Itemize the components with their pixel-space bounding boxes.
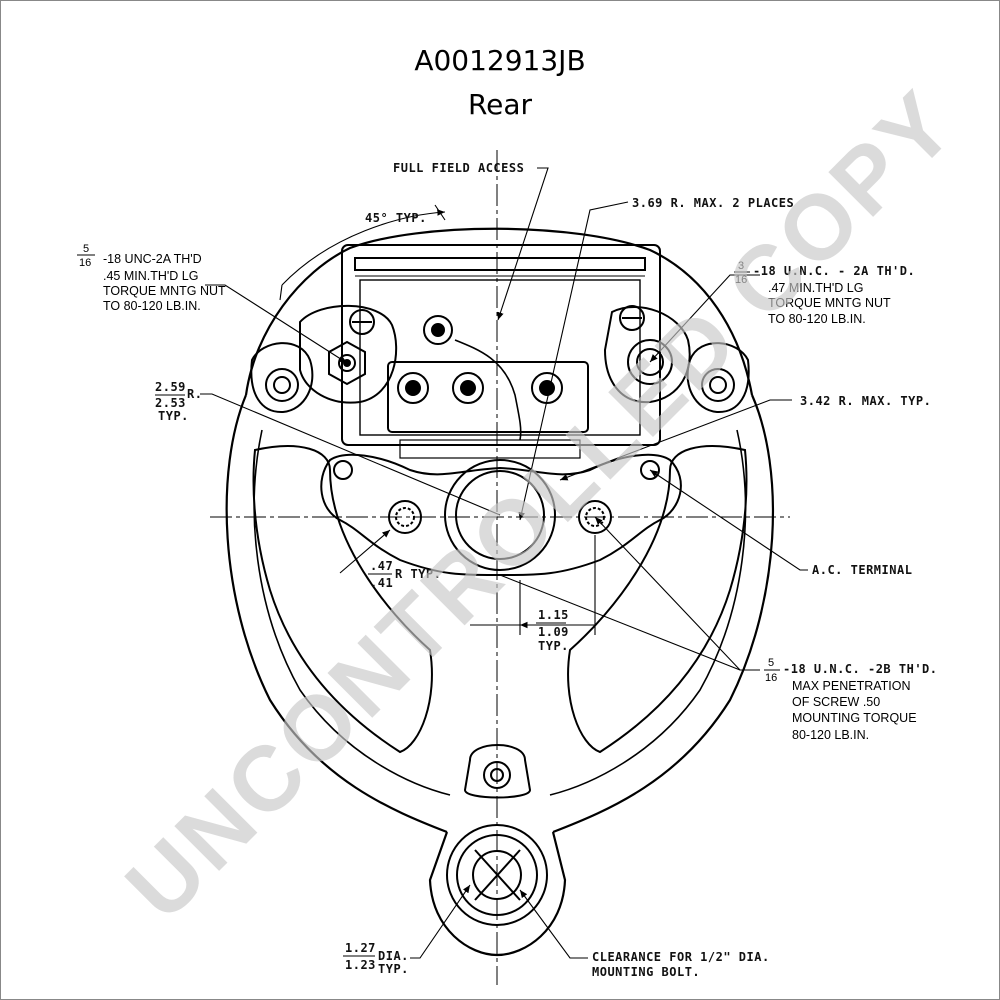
center-hub [320, 453, 682, 576]
right-thread-line-2: .47 MIN.TH'D LG [768, 281, 863, 295]
center-lines [210, 150, 790, 985]
left-thread-callout: 5 16 -18 UNC-2A TH'D .45 MIN.TH'D LG TOR… [77, 243, 226, 313]
bottom-thread-callout: 5 16 -18 U.N.C. -2B TH'D. MAX PENETRATIO… [764, 657, 938, 742]
bottom-thread-line-4: 80-120 LB.IN. [792, 728, 869, 742]
left-thread-frac-num: 5 [83, 243, 89, 255]
radius-47-suffix: R TYP. [395, 567, 441, 581]
clearance-line-2: MOUNTING BOLT. [592, 965, 700, 979]
dia-127-callout: 1.27 1.23 DIA. TYP. [343, 941, 409, 976]
right-thread-line-3: TORQUE MNTG NUT [768, 296, 891, 310]
radius-259-den: 2.53 [155, 396, 186, 410]
right-thread-frac-num: 3 [738, 260, 744, 272]
right-thread-callout: 3 16 -18 U.N.C. - 2A TH'D. .47 MIN.TH'D … [734, 260, 915, 326]
radius-259-num: 2.59 [155, 380, 186, 394]
callout-labels: FULL FIELD ACCESS 3.69 R. MAX. 2 PLACES … [77, 161, 938, 979]
radius-342-label: 3.42 R. MAX. TYP. [800, 394, 931, 408]
radius-259-typ: TYP. [158, 409, 189, 423]
view-subtitle: Rear [467, 88, 533, 121]
dim-115-callout: 1.15 1.09 TYP. [536, 608, 569, 653]
ventilation-slots [252, 445, 748, 754]
uncontrolled-copy-watermark: UNCONTROLLED COPY [107, 71, 975, 939]
radius-259-callout: 2.59 2.53 R. TYP. [155, 380, 202, 423]
right-thread-frac-den: 16 [735, 274, 747, 286]
dim-115-typ: TYP. [538, 639, 569, 653]
radius-369-label: 3.69 R. MAX. 2 PLACES [632, 196, 794, 210]
full-field-access-label: FULL FIELD ACCESS [393, 161, 524, 175]
housing-ears [250, 304, 750, 414]
radius-47-den: .41 [370, 576, 393, 590]
radius-47-num: .47 [370, 559, 393, 573]
left-thread-frac-den: 16 [79, 257, 91, 269]
leader-lines [200, 167, 808, 959]
radius-259-suffix: R. [187, 387, 202, 401]
angle-45-label: 45° TYP. [365, 211, 427, 225]
part-number-title: A0012913JB [414, 44, 586, 77]
bottom-thread-first: -18 U.N.C. -2B TH'D. [783, 662, 938, 676]
bottom-thread-line-3: MOUNTING TORQUE [792, 711, 917, 725]
regulator-box [341, 244, 661, 459]
dia-127-num: 1.27 [345, 941, 376, 955]
bottom-thread-line-2: OF SCREW .50 [792, 695, 880, 709]
left-thread-line-4: TO 80-120 LB.IN. [103, 299, 201, 313]
right-thread-line-4: TO 80-120 LB.IN. [768, 312, 866, 326]
dia-127-suffix: DIA. [378, 949, 409, 963]
dia-127-den: 1.23 [345, 958, 376, 972]
left-thread-line-2: .45 MIN.TH'D LG [103, 269, 198, 283]
bottom-thread-frac-den: 16 [765, 672, 777, 684]
left-thread-line-3: TORQUE MNTG NUT [103, 284, 226, 298]
radius-47-callout: .47 .41 R TYP. [368, 559, 441, 590]
bottom-thread-frac-num: 5 [768, 657, 774, 669]
right-thread-line-1: -18 U.N.C. - 2A TH'D. [753, 264, 915, 278]
ac-terminal-label: A.C. TERMINAL [812, 563, 912, 577]
dim-115-den: 1.09 [538, 625, 569, 639]
dim-115-num: 1.15 [538, 608, 569, 622]
bottom-thread-line-1: MAX PENETRATION [792, 679, 911, 693]
clearance-line-1: CLEARANCE FOR 1/2" DIA. [592, 950, 770, 964]
left-thread-line-1: -18 UNC-2A TH'D [103, 252, 202, 266]
pivot-mount [446, 744, 548, 926]
dia-127-typ: TYP. [378, 962, 409, 976]
